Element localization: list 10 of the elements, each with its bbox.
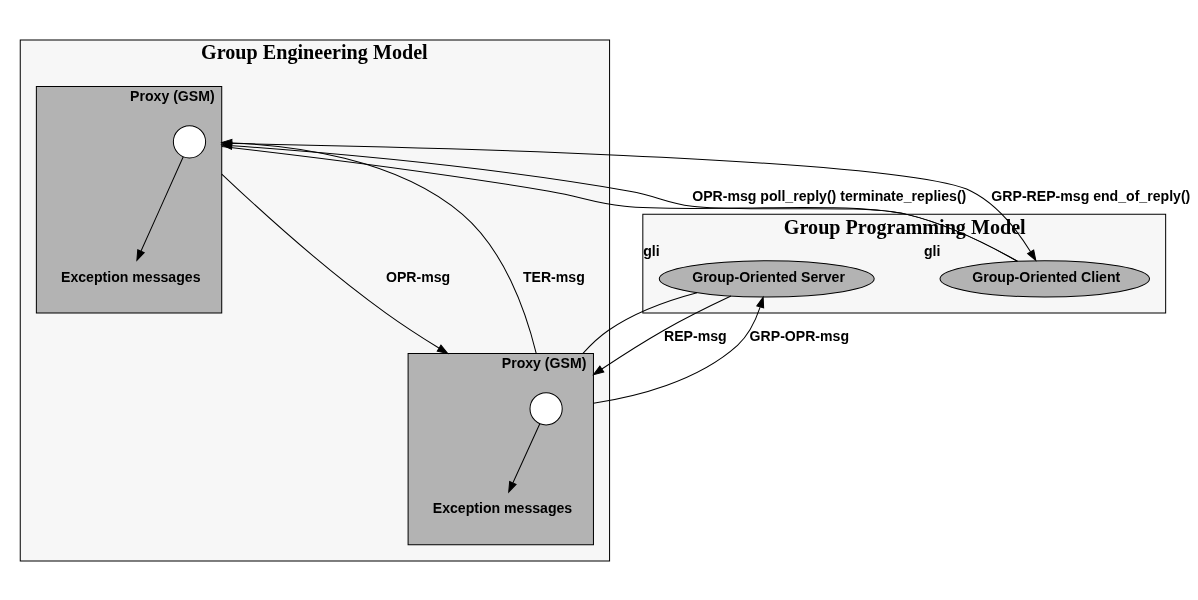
edge-label: OPR-msg	[385, 268, 451, 285]
edge-label: OPR-msg poll_reply() terminate_replies()	[692, 187, 967, 204]
node-label: gli	[923, 242, 941, 259]
edge-label: REP-msg	[663, 326, 727, 343]
node-label: gli	[643, 242, 660, 259]
edge-label: TER-msg	[522, 268, 585, 285]
node-text: Exception messages	[61, 268, 201, 285]
node-text: Exception messages	[432, 499, 573, 516]
edge-label: GRP-REP-msg end_of_reply()	[991, 187, 1191, 204]
edge-label: GRP-OPR-msg	[749, 326, 850, 343]
